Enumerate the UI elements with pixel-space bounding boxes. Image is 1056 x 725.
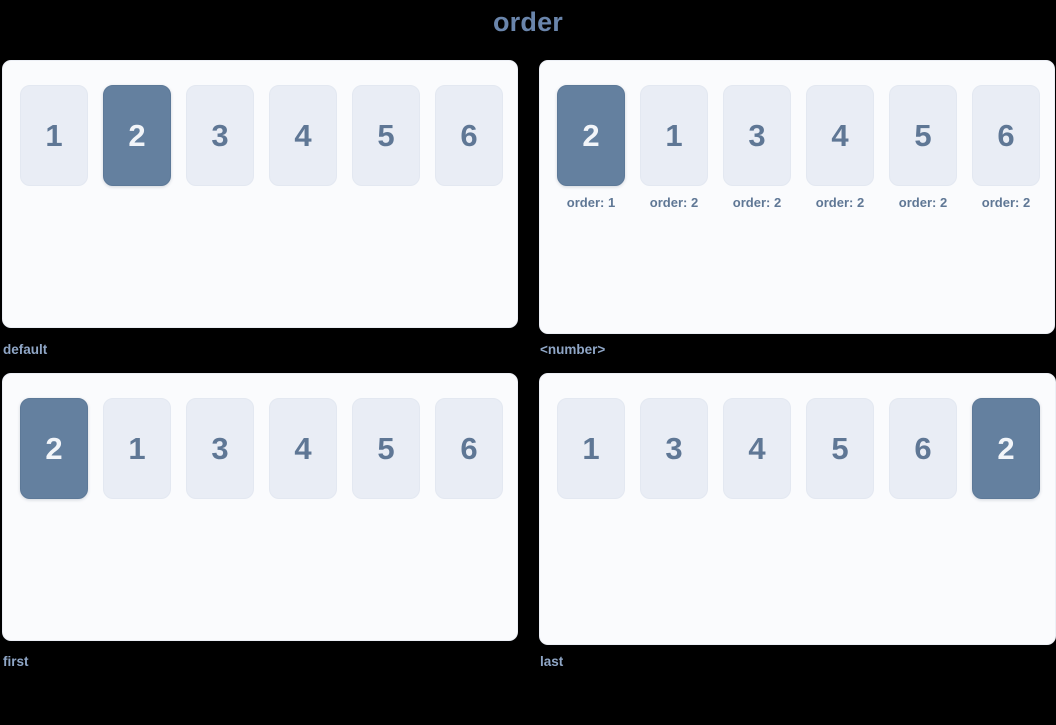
order-value-label: order: 2	[732, 195, 782, 210]
order-box[interactable]: 1	[103, 398, 171, 499]
demo-caption-last: last	[540, 654, 564, 669]
demo-caption-default: default	[3, 342, 48, 357]
demo-caption-first: first	[3, 654, 29, 669]
order-box[interactable]: 4	[723, 398, 791, 499]
box-item: 1	[20, 85, 88, 186]
box-item: 1	[557, 398, 625, 499]
order-box[interactable]: 3	[723, 85, 791, 186]
order-box[interactable]: 3	[640, 398, 708, 499]
order-box[interactable]: 6	[972, 85, 1040, 186]
order-box-highlighted[interactable]: 2	[103, 85, 171, 186]
order-box[interactable]: 5	[806, 398, 874, 499]
order-box[interactable]: 3	[186, 398, 254, 499]
box-item: 4 order: 2	[806, 85, 874, 211]
box-item: 6	[889, 398, 957, 499]
order-box[interactable]: 4	[269, 85, 337, 186]
order-box[interactable]: 5	[352, 398, 420, 499]
demo-cell-number: 2 order: 1 1 order: 2 3 order: 2 4 order: 2 5 ord…	[539, 60, 1055, 365]
order-box[interactable]: 5	[889, 85, 957, 186]
box-item: 3	[186, 85, 254, 186]
box-item: 2	[972, 398, 1040, 499]
box-item: 3 order: 2	[723, 85, 791, 211]
order-box-highlighted[interactable]: 2	[972, 398, 1040, 499]
box-item: 3	[640, 398, 708, 499]
order-box[interactable]: 6	[435, 398, 503, 499]
order-box[interactable]: 1	[557, 398, 625, 499]
box-item: 2 order: 1	[557, 85, 625, 211]
box-item: 5	[806, 398, 874, 499]
order-value-label: order: 2	[898, 195, 948, 210]
order-box[interactable]: 6	[435, 85, 503, 186]
box-item: 2	[20, 398, 88, 499]
box-item: 6	[435, 85, 503, 186]
order-box[interactable]: 4	[269, 398, 337, 499]
box-row-number: 2 order: 1 1 order: 2 3 order: 2 4 order: 2 5 ord…	[557, 85, 1040, 211]
box-item: 3	[186, 398, 254, 499]
box-item: 5	[352, 398, 420, 499]
box-item: 6	[435, 398, 503, 499]
box-item: 1 order: 2	[640, 85, 708, 211]
order-box[interactable]: 1	[640, 85, 708, 186]
box-item: 5 order: 2	[889, 85, 957, 211]
page-title: order	[492, 7, 564, 37]
box-item: 4	[723, 398, 791, 499]
order-box[interactable]: 3	[186, 85, 254, 186]
order-box[interactable]: 6	[889, 398, 957, 499]
order-box[interactable]: 5	[352, 85, 420, 186]
order-box[interactable]: 4	[806, 85, 874, 186]
box-item: 2	[103, 85, 171, 186]
box-item: 6 order: 2	[972, 85, 1040, 211]
order-box[interactable]: 1	[20, 85, 88, 186]
order-value-label: order: 2	[815, 195, 865, 210]
order-box-highlighted[interactable]: 2	[557, 85, 625, 186]
box-item: 4	[269, 398, 337, 499]
order-value-label: order: 2	[649, 195, 699, 210]
demo-caption-number: <number>	[540, 342, 606, 357]
demo-panel-number: 2 order: 1 1 order: 2 3 order: 2 4 order: 2 5 ord…	[539, 60, 1055, 334]
order-value-label: order: 2	[981, 195, 1031, 210]
box-item: 5	[352, 85, 420, 186]
box-item: 4	[269, 85, 337, 186]
order-value-label: order: 1	[566, 195, 616, 210]
box-item: 1	[103, 398, 171, 499]
order-box-highlighted[interactable]: 2	[20, 398, 88, 499]
